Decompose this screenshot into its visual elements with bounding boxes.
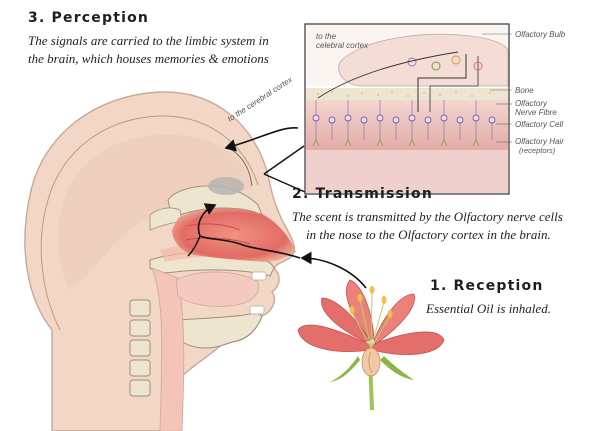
inset-cortex-label-1: to the <box>316 32 337 41</box>
transmission-line-2: in the nose to the Olfactory cortex in t… <box>306 227 551 242</box>
nerve-fibre-label-2: Nerve Fibre <box>515 108 557 117</box>
transmission-title: 2. Transmission <box>292 186 434 202</box>
cortex-signal-arrow <box>231 149 253 187</box>
nasal-cavity <box>172 177 296 262</box>
olfactory-hair-label-1: Olfactory Hair <box>515 137 564 146</box>
perception-arrow <box>224 127 299 152</box>
airflow-path <box>187 203 301 259</box>
perception-title: 3. Perception <box>28 10 150 26</box>
perception-line-1: The signals are carried to the limbic sy… <box>28 33 269 48</box>
inset-pointer <box>263 145 306 193</box>
transmission-line-1: The scent is transmitted by the Olfactor… <box>292 209 563 224</box>
olfactory-inset <box>304 23 512 195</box>
olfactory-hair-label-2: (receptors) <box>519 146 556 155</box>
reception-title: 1. Reception <box>430 278 544 294</box>
nerve-fibre-label-1: Olfactory <box>515 99 548 108</box>
olfactory-cell-label: Olfactory Cell <box>515 120 564 129</box>
bone-label: Bone <box>515 86 534 95</box>
olfactory-bulb-label: Olfactory Bulb <box>515 30 566 39</box>
perception-line-2: the brain, which houses memories & emoti… <box>28 51 269 66</box>
inset-cortex-label-2: celebral cortex <box>316 41 369 50</box>
flower-illustration <box>297 251 445 411</box>
reception-line-1: Essential Oil is inhaled. <box>426 301 551 316</box>
